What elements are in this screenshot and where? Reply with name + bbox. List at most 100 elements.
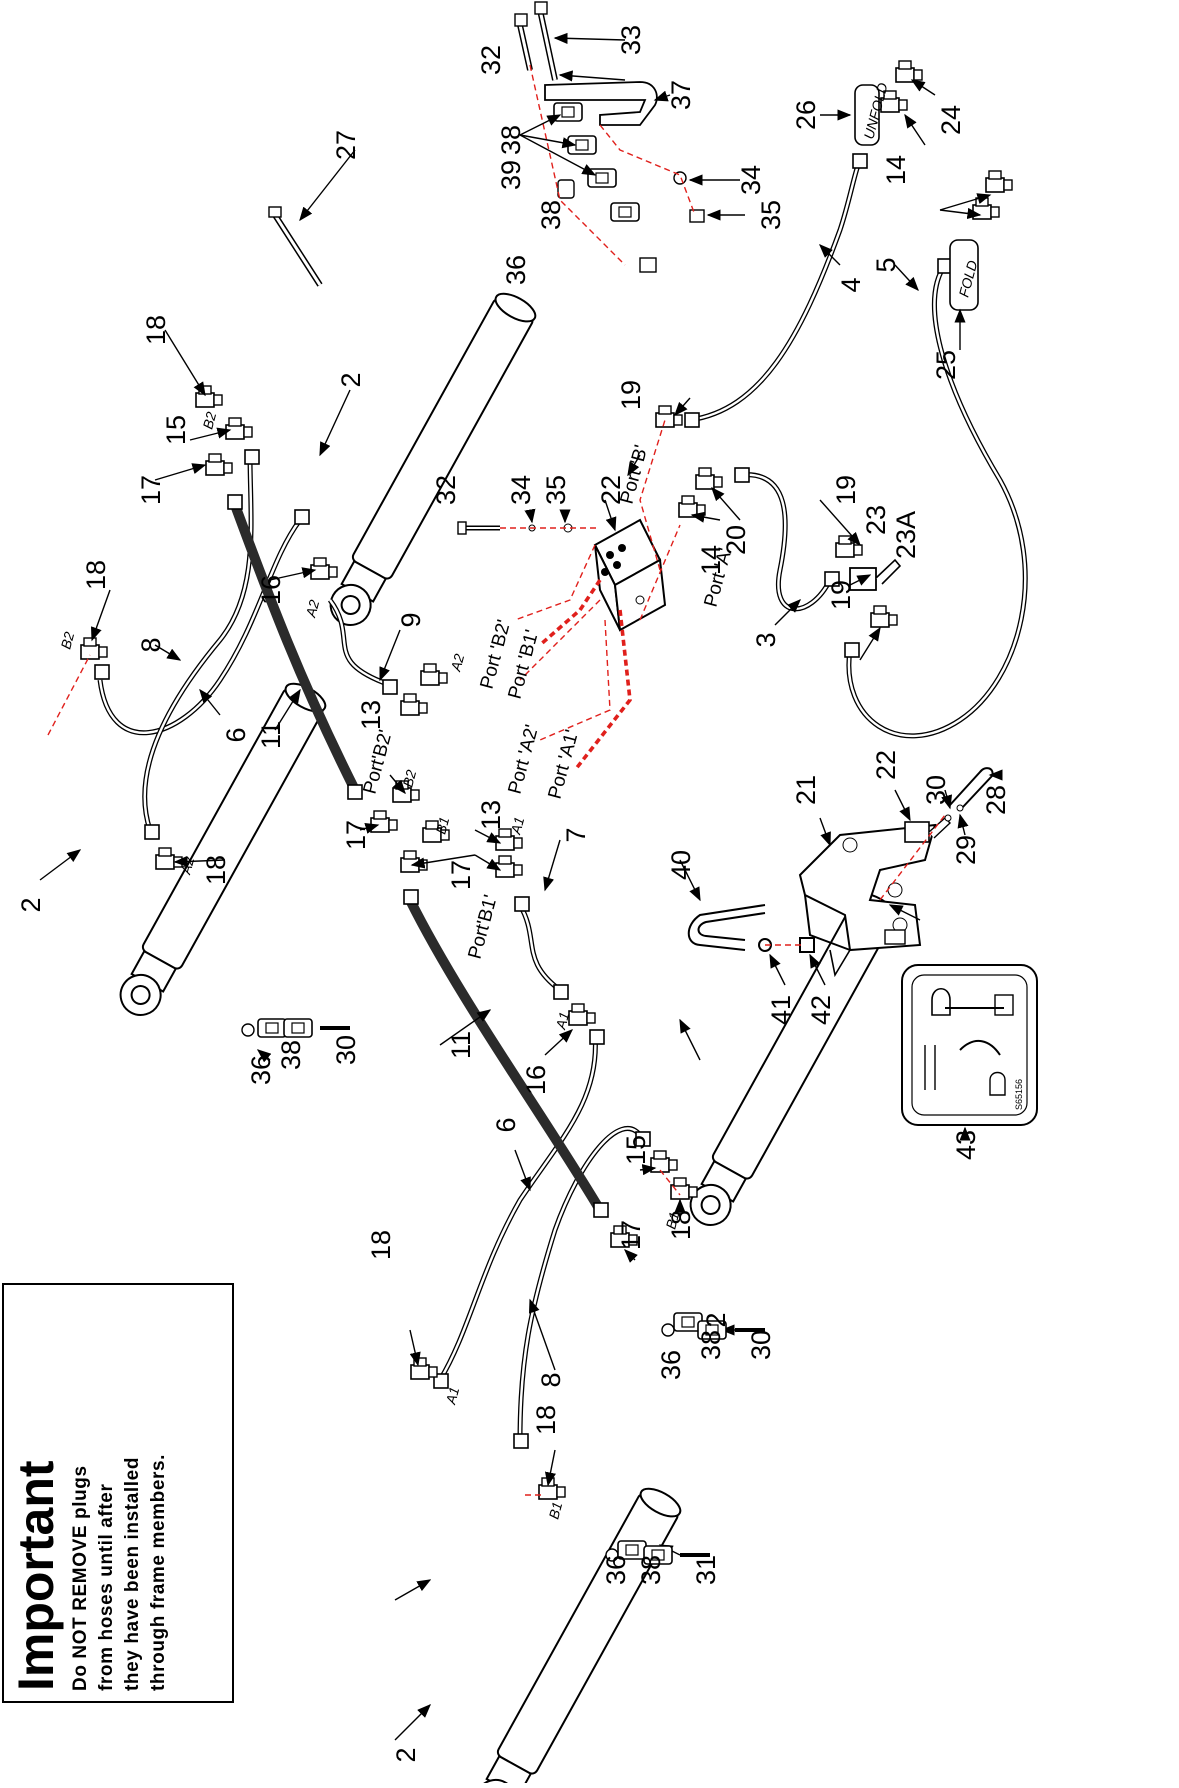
unfold-decal <box>854 84 880 146</box>
callout-number: 32 <box>476 45 506 75</box>
notice-line-3: they have been installed <box>122 1456 143 1691</box>
notice-line-2: from hoses until after <box>96 1483 117 1691</box>
callout-number: 38 <box>536 200 566 230</box>
pictogram-code: S65156 <box>1014 1079 1024 1110</box>
port-label-a2: Port 'A2' <box>505 723 544 797</box>
callout-number: 8 <box>536 1372 566 1387</box>
callout-number: 18 <box>666 1210 696 1240</box>
callout-number: 43 <box>951 1130 981 1160</box>
callout-number: 20 <box>721 525 751 555</box>
hidden-lines-heavy <box>538 579 632 772</box>
callout-number: 26 <box>791 100 821 130</box>
callout-number: 18 <box>531 1405 561 1435</box>
callout-number: 36 <box>501 255 531 285</box>
callout-number: 18 <box>141 315 171 345</box>
callout-number: 38 <box>636 1555 666 1585</box>
callout-number: 4 <box>836 277 866 292</box>
callout-numbers: 2222345667889111113131414151516161717171… <box>16 25 1011 1763</box>
callout-number: 31 <box>691 1555 721 1585</box>
mark-a1-b: A1 <box>552 1010 572 1032</box>
callout-number: 16 <box>256 575 286 605</box>
port-label-port-b: Port 'B' <box>617 443 653 506</box>
callout-number: 34 <box>506 475 536 505</box>
pictogram-decal <box>901 964 1038 1126</box>
callout-number: 3 <box>751 632 781 647</box>
callout-number: 36 <box>601 1555 631 1585</box>
selector-valve <box>849 558 902 591</box>
callout-number: 36 <box>246 1055 276 1085</box>
callout-number: 38 <box>496 125 526 155</box>
mark-a1-c: A1 <box>442 1385 462 1407</box>
callout-number: 30 <box>331 1035 361 1065</box>
callout-number: 17 <box>341 820 371 850</box>
callout-number: 33 <box>616 25 646 55</box>
callout-number: 37 <box>666 80 696 110</box>
callout-number: 5 <box>871 257 901 272</box>
mark-a2-c: A2 <box>447 652 467 674</box>
callout-number: 22 <box>596 475 626 505</box>
hose-group <box>97 158 1028 1441</box>
clamp-stacks <box>241 1018 765 1565</box>
callout-number: 18 <box>201 855 231 885</box>
callout-number: 38 <box>276 1040 306 1070</box>
callout-number: 42 <box>806 995 836 1025</box>
callout-number: 36 <box>656 1350 686 1380</box>
callout-number: 11 <box>446 1031 476 1059</box>
callout-number: 25 <box>931 350 961 380</box>
hose-label-b1: Port'B1' <box>465 893 502 962</box>
callout-number: 19 <box>831 475 861 505</box>
callout-number: 6 <box>221 727 251 742</box>
callout-number: 18 <box>366 1230 396 1260</box>
callout-number: 8 <box>136 637 166 652</box>
mark-b2-b: B2 <box>199 410 219 431</box>
callout-number: 17 <box>446 860 476 890</box>
mark-b1-b: B1 <box>662 1210 682 1231</box>
callout-number: 40 <box>666 850 696 880</box>
notice-line-1: Do NOT REMOVE plugs <box>70 1465 91 1691</box>
callout-number: 17 <box>616 1220 646 1250</box>
hose-label-b2: Port'B2' <box>360 728 397 797</box>
valve-block <box>593 518 667 632</box>
cylinder-upper-right <box>320 287 541 635</box>
mark-a1-a: A1 <box>507 815 527 837</box>
callout-number: 35 <box>756 200 786 230</box>
callout-number: 22 <box>871 750 901 780</box>
callout-number: 2 <box>391 1747 421 1762</box>
callout-number: 19 <box>616 380 646 410</box>
callout-number: 14 <box>881 155 911 185</box>
callout-number: 2 <box>16 897 46 912</box>
callout-number: 11 <box>256 721 286 749</box>
cable-tie <box>268 206 323 287</box>
mark-a2-b: A2 <box>302 598 322 620</box>
hose-end-nuts <box>94 153 953 1449</box>
bracket-assembly <box>514 1 705 273</box>
fitting-marks: B2 A2 B2 A2 A2 B2 B1 A1 A1 B1 A1 B1 <box>57 410 682 1521</box>
callout-number: 13 <box>476 800 506 830</box>
callout-number: 13 <box>356 700 386 730</box>
callout-number: 29 <box>951 835 981 865</box>
notice-title: Important <box>8 1460 64 1691</box>
callout-number: 19 <box>826 580 856 610</box>
callout-number: 7 <box>561 827 591 842</box>
callout-number: 23A <box>891 511 921 559</box>
callout-number: 30 <box>746 1330 776 1360</box>
callout-number: 2 <box>336 372 366 387</box>
important-notice: Important Do NOT REMOVE plugs from hoses… <box>2 1283 234 1703</box>
callout-number: 15 <box>161 415 191 445</box>
callout-number: 15 <box>621 1135 651 1165</box>
mount-bracket <box>798 767 994 978</box>
callout-number: 28 <box>981 785 1011 815</box>
callout-number: 21 <box>791 775 821 805</box>
mark-b1-c: B1 <box>545 1500 565 1521</box>
callout-number: 32 <box>431 475 461 505</box>
callout-number: 24 <box>936 105 966 135</box>
callout-number: 9 <box>396 612 426 627</box>
mark-b2-a: B2 <box>57 630 77 651</box>
callout-number: 30 <box>921 775 951 805</box>
callout-number: 41 <box>766 995 796 1025</box>
notice-line-4: through frame members. <box>148 1453 169 1691</box>
mark-b1-a: B1 <box>432 815 452 836</box>
callout-number: 17 <box>136 475 166 505</box>
